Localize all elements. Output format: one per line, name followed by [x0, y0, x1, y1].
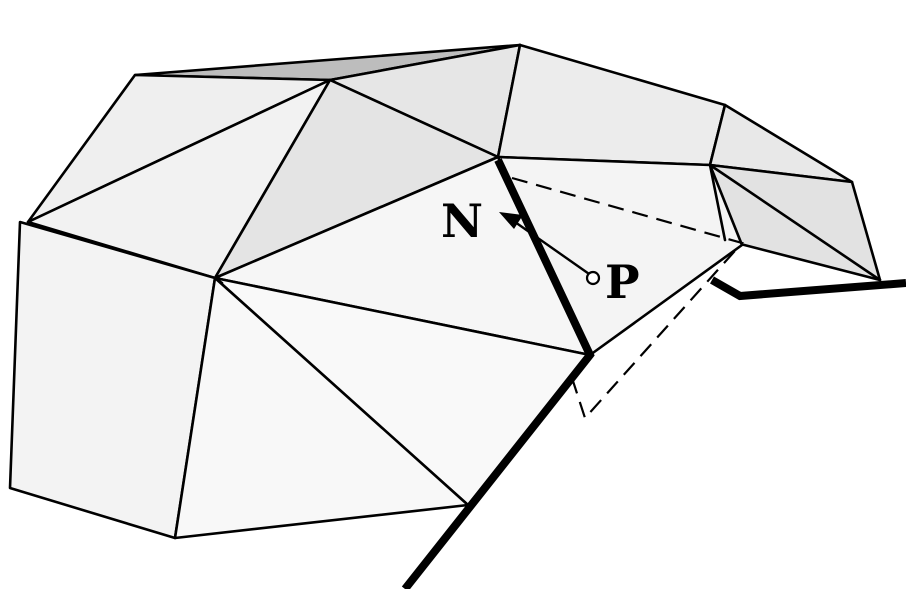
- facet-top-right: [496, 43, 727, 167]
- edge-inner-3: [708, 163, 727, 242]
- edge-inner-2: [708, 163, 882, 282]
- boundary-curve-main: [401, 158, 595, 589]
- boundary-curve-right: [710, 276, 906, 301]
- facet-front-lower: [173, 276, 470, 540]
- label-n: N: [441, 194, 483, 248]
- edge-inner-1: [213, 276, 224, 285]
- point-p-marker: [585, 270, 601, 286]
- tangent-plane-outline: [511, 176, 744, 421]
- normal-arrowhead-icon: [499, 212, 523, 229]
- label-p: P: [605, 255, 640, 309]
- normal-vector: [514, 221, 593, 277]
